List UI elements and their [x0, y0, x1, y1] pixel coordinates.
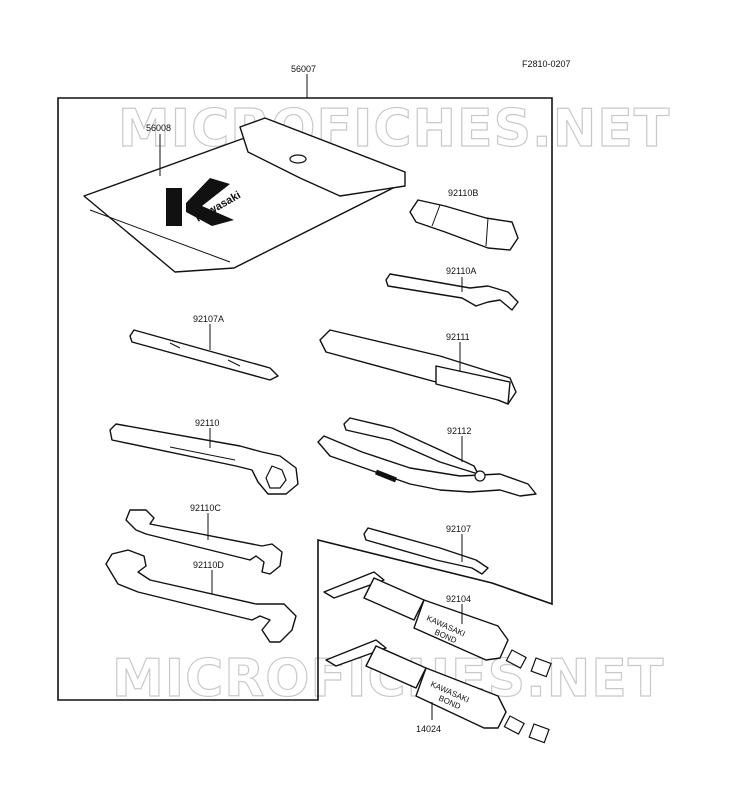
label-14024: 14024: [416, 724, 441, 734]
label-56008: 56008: [146, 123, 171, 133]
tool-bag: Kawasaki 56008: [83, 117, 406, 273]
figure-code: F2810-0207: [522, 59, 571, 69]
watermark-top: MICROFICHES.NET: [118, 99, 670, 159]
open-end-wrench-d: 92110D: [105, 549, 297, 643]
label-92107A: 92107A: [193, 314, 224, 324]
open-end-wrench-c: 92110C: [125, 503, 283, 575]
ring-wrench: 92110: [109, 418, 299, 495]
label-92110B: 92110B: [448, 188, 478, 198]
label-92111: 92111: [446, 332, 470, 342]
wrench-handle: 92111: [319, 329, 517, 405]
kit-outline: 56007: [57, 64, 553, 701]
screwdriver: 92107: [363, 524, 489, 575]
label-56007: 56007: [291, 64, 316, 74]
hook-spanner: 92110A: [385, 266, 519, 311]
pliers: 92112: [317, 417, 537, 497]
label-92112: 92112: [447, 426, 471, 436]
bond-tube-upper: KAWASAKI BOND 92104: [323, 571, 552, 678]
label-92110D: 92110D: [193, 560, 224, 570]
label-92110A: 92110A: [446, 266, 476, 276]
spark-plug-wrench: 92110B: [409, 188, 519, 251]
label-92107: 92107: [446, 524, 471, 534]
label-92104: 92104: [446, 594, 471, 604]
label-92110C: 92110C: [190, 503, 221, 513]
label-92110: 92110: [195, 418, 219, 428]
bond-tube-lower: KAWASAKI BOND 14024: [325, 639, 550, 744]
screwdriver-shaft: 92107A: [129, 314, 279, 381]
